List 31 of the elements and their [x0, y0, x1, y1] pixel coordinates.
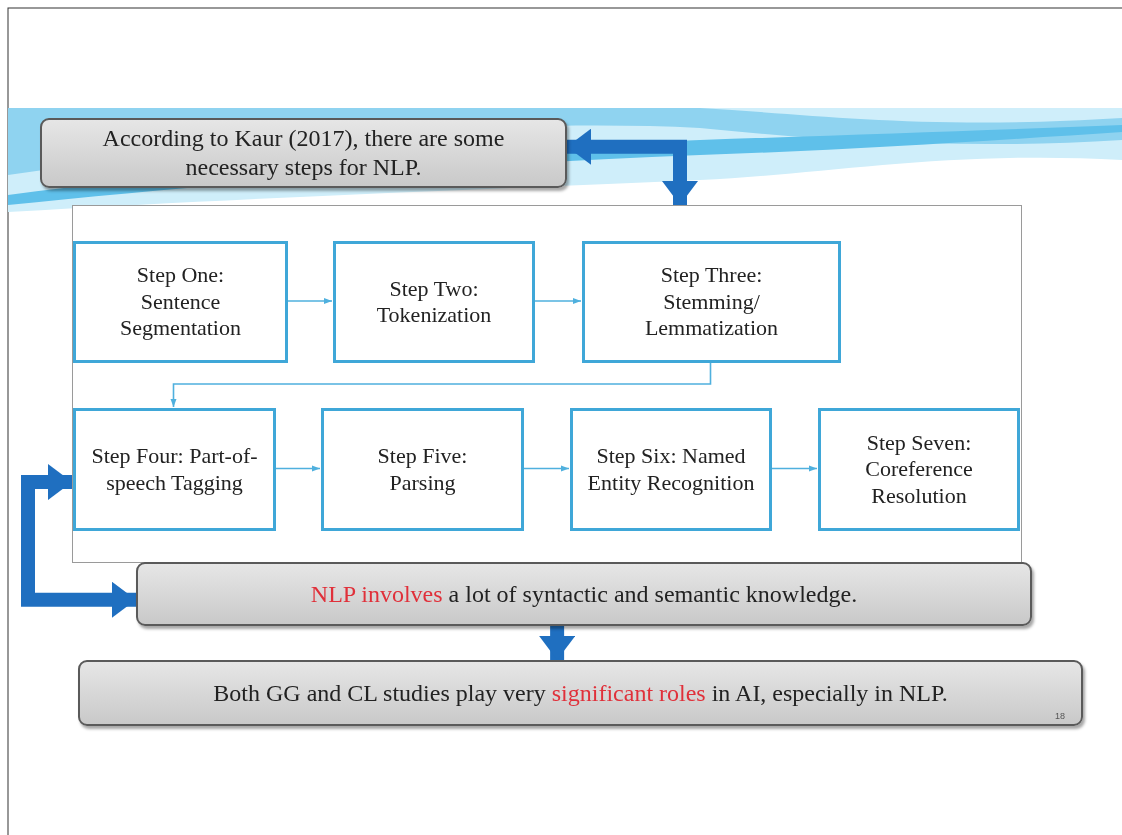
note-box	[40, 118, 567, 188]
block-arrow	[21, 464, 136, 618]
step-box	[321, 408, 524, 531]
step-box	[570, 408, 772, 531]
step-box	[73, 408, 276, 531]
node-text: Both GG and CL studies play very significant roles in AI, especially in NLP.	[213, 678, 948, 708]
step-box	[818, 408, 1020, 531]
steps-panel	[72, 205, 1022, 563]
node-text: Step Four: Part-of-speech Tagging	[90, 443, 259, 496]
step-box	[333, 241, 535, 363]
arrow	[533, 298, 582, 304]
node-text: According to Kaur (2017), there are some necessary steps for NLP.	[101, 124, 506, 182]
node-text: Step Three: Stemming/ Lemmatization	[643, 262, 780, 342]
arrow	[770, 465, 818, 472]
arrow	[522, 465, 570, 472]
block-arrow	[567, 128, 698, 205]
conclusion-box	[78, 660, 1083, 726]
statement-box	[136, 562, 1032, 626]
step-box	[73, 241, 288, 363]
arrow	[170, 361, 712, 408]
block-arrow	[539, 626, 576, 660]
node-text: Step Seven: Coreference Resolution	[864, 429, 974, 510]
node-text: Step Two: Tokenization	[375, 275, 493, 329]
arrow	[286, 298, 333, 304]
step-box	[582, 241, 841, 363]
node-text: Step Six: Named Entity Recognition	[586, 443, 756, 496]
node-text: Step Five: Parsing	[376, 443, 469, 496]
node-text: NLP involves a lot of syntactic and semantic knowledge.	[310, 579, 858, 609]
arrow	[274, 465, 321, 472]
page-number: 18	[1055, 711, 1065, 721]
node-text: Step One: Sentence Segmentation	[119, 262, 242, 342]
